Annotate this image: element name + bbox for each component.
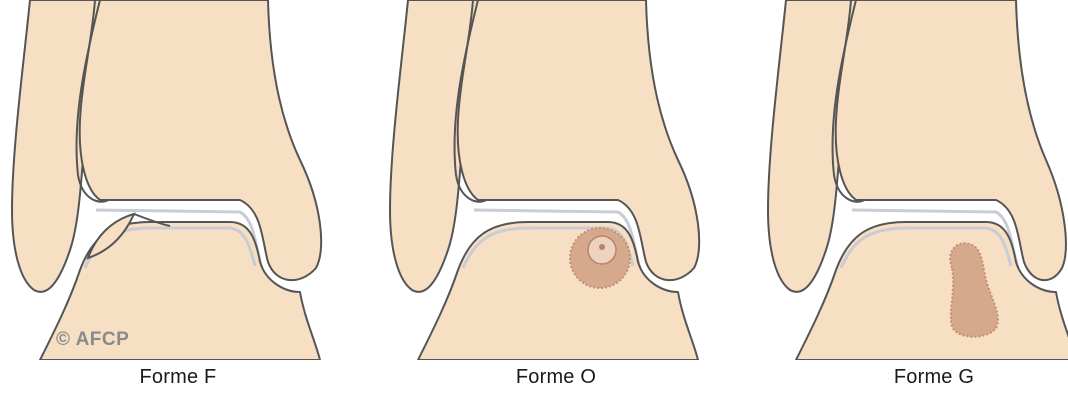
ankle-illustration-o [378,0,734,360]
caption-forme-o: Forme O [378,366,734,389]
caption-forme-g: Forme G [756,366,1068,389]
caption-forme-f: Forme F [0,366,356,389]
panel-forme-f: © AFCP Forme F [0,0,356,394]
panel-forme-o: Forme O [378,0,734,394]
copyright-label: © AFCP [56,329,129,351]
ankle-illustration-f [0,0,356,360]
panel-forme-g: Forme G [756,0,1068,394]
ankle-illustration-g [756,0,1068,360]
round-cyst-icon [570,228,630,288]
